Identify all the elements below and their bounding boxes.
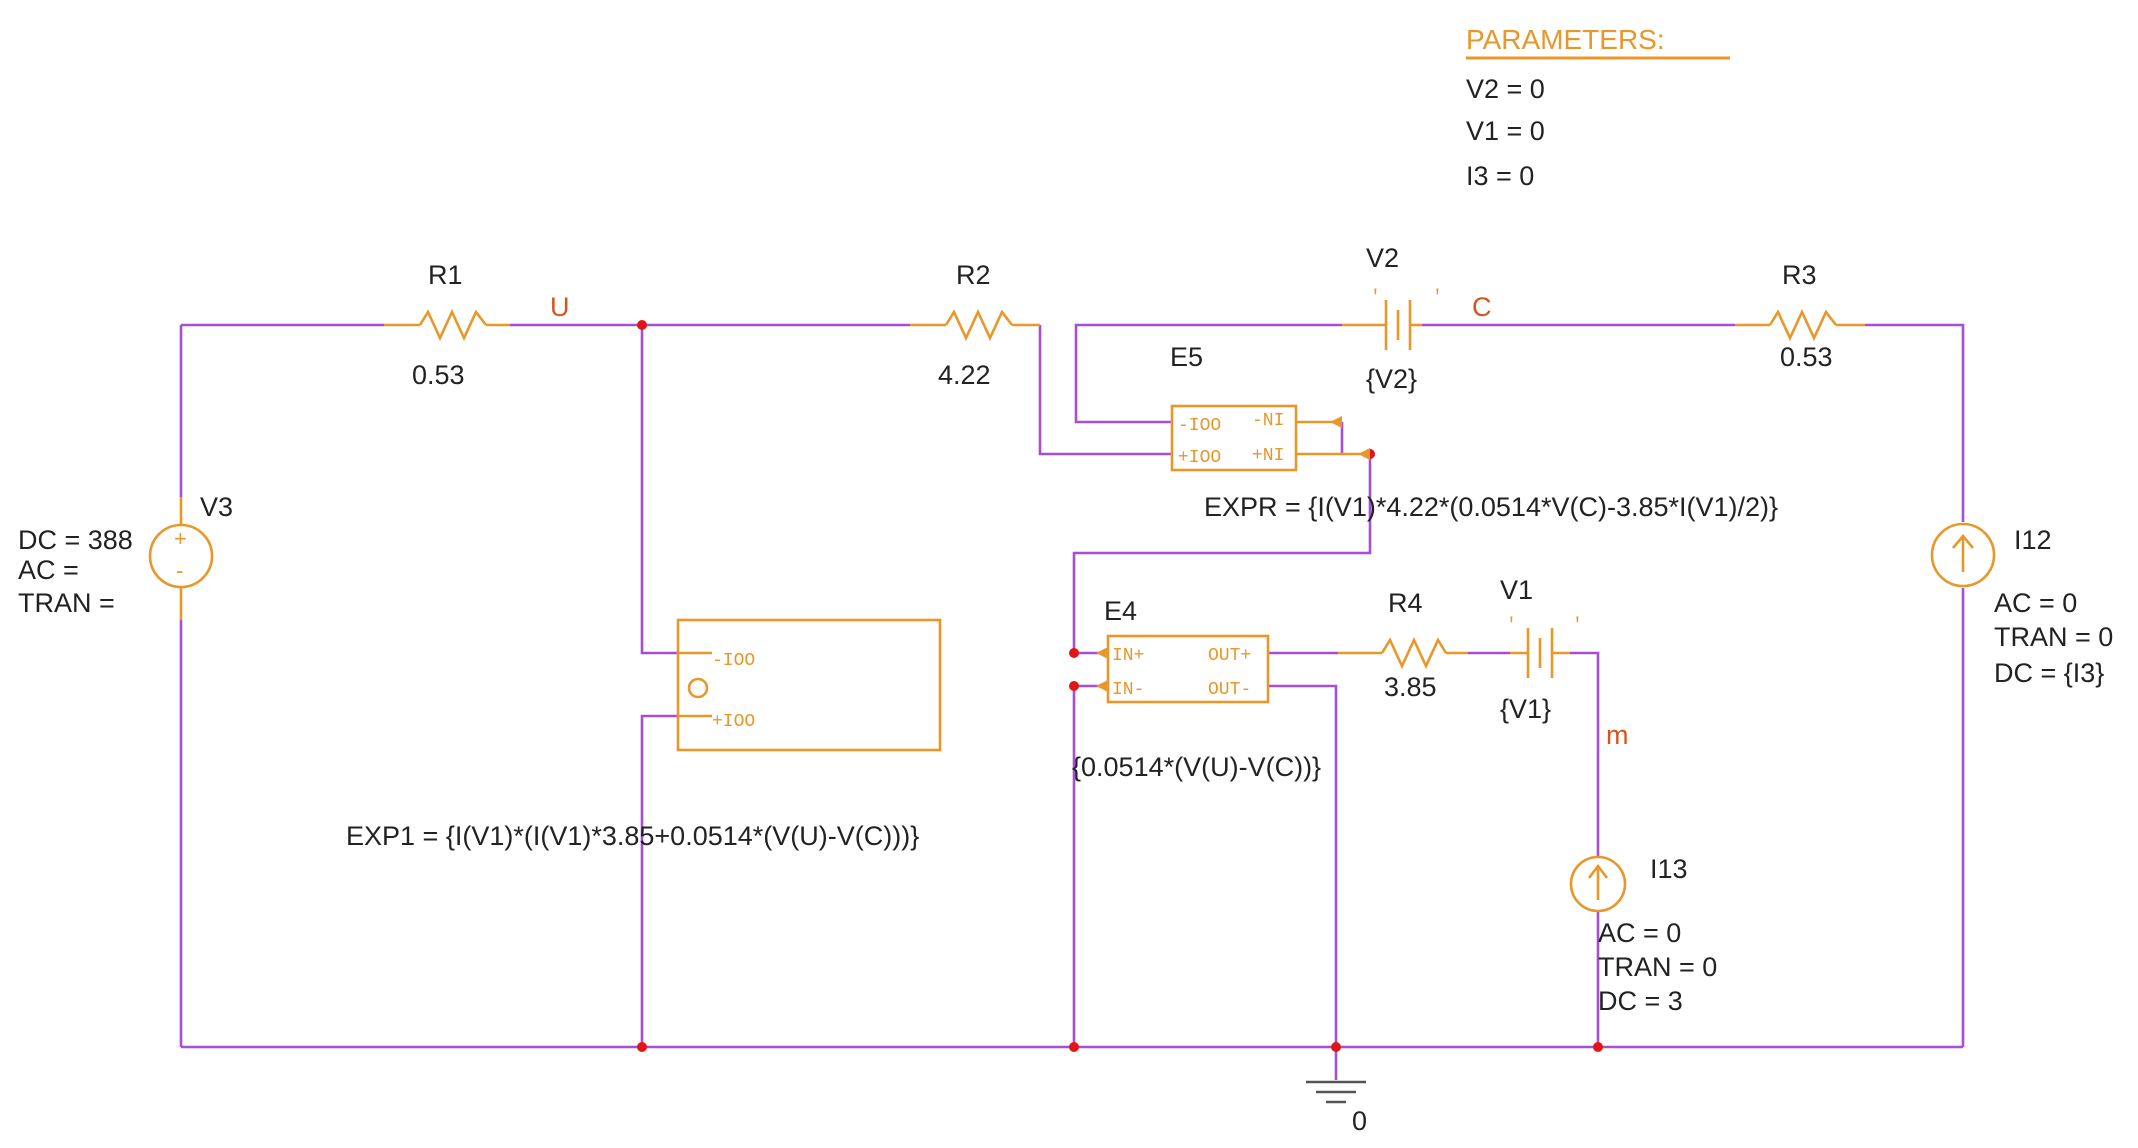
- e4-arrow-icon: [1096, 680, 1108, 692]
- e4-arrow-icon: [1096, 647, 1108, 659]
- junction-bottom-e4: [1069, 1042, 1079, 1052]
- net-label-u: U: [550, 292, 570, 322]
- r2-value: 4.22: [938, 360, 991, 390]
- voltage-source-v3[interactable]: + - V3 DC = 388 AC = TRAN =: [18, 492, 233, 620]
- v3-minus-icon: -: [176, 558, 183, 583]
- junction-bottom-ground: [1331, 1042, 1341, 1052]
- svg-text:': ': [1506, 616, 1517, 636]
- resistor-r2[interactable]: R2 4.22: [910, 260, 1040, 390]
- v3-ac: AC =: [18, 555, 79, 585]
- e5-expr: EXPR = {I(V1)*4.22*(0.0514*V(C)-3.85*I(V…: [1204, 492, 1778, 522]
- e4-expr: {0.0514*(V(U)-V(C))}: [1072, 752, 1321, 782]
- wire-e4-in-neg: [1072, 684, 1108, 1047]
- e4-name: E4: [1104, 596, 1137, 626]
- v3-plus-icon: +: [174, 526, 187, 551]
- exp1-pin-pos: +IOO: [712, 712, 755, 732]
- v3-name: V3: [200, 492, 233, 522]
- i13-dc: DC = 3: [1598, 986, 1683, 1016]
- battery-v1[interactable]: ' ' V1 {V1}: [1500, 575, 1583, 724]
- controlled-source-e4[interactable]: IN+ IN- OUT+ OUT- E4 {0.0514*(V(U)-V(C))…: [1072, 596, 1321, 782]
- r2-name: R2: [956, 260, 991, 290]
- junction-bottom-i13: [1593, 1042, 1603, 1052]
- svg-text:': ': [1572, 616, 1583, 636]
- e5-pin-in-neg: -NI: [1252, 411, 1284, 431]
- v3-tran: TRAN =: [18, 588, 115, 618]
- wire-exp1-neg: [640, 325, 678, 655]
- e5-pin-in-pos: +NI: [1252, 446, 1284, 466]
- resistor-r1[interactable]: R1 0.53: [384, 260, 510, 390]
- parameter-i3: I3 = 0: [1466, 161, 1534, 191]
- v2-value: {V2}: [1366, 364, 1417, 394]
- controlled-source-exp1[interactable]: -IOO +IOO EXP1 = {I(V1)*(I(V1)*3.85+0.05…: [346, 618, 942, 851]
- r1-name: R1: [428, 260, 463, 290]
- v3-dc: DC = 388: [18, 525, 133, 555]
- wire-e5-ni-to-e4-in: [1072, 454, 1372, 655]
- current-source-i13[interactable]: I13 AC = 0 TRAN = 0 DC = 3: [1569, 854, 1717, 1016]
- e4-pin-in-neg: IN-: [1112, 680, 1144, 700]
- r4-value: 3.85: [1384, 672, 1437, 702]
- wire-node-m: [1570, 651, 1600, 858]
- wire-e5-neg-to-v2: [1074, 323, 1342, 424]
- junctions: [637, 320, 1603, 1052]
- i13-ac: AC = 0: [1598, 918, 1681, 948]
- e4-pin-in-pos: IN+: [1112, 646, 1144, 666]
- resistor-r3[interactable]: R3 0.53: [1735, 260, 1865, 372]
- parameter-v2: V2 = 0: [1466, 74, 1545, 104]
- resistor-r4[interactable]: R4 3.85: [1338, 588, 1468, 702]
- controlled-source-e5[interactable]: -IOO +IOO -NI +NI E5 EXPR = {I(V1)*4.22*…: [1170, 342, 1778, 522]
- junction-bottom-exp1: [637, 1042, 647, 1052]
- net-label-m: m: [1606, 720, 1629, 750]
- r3-name: R3: [1782, 260, 1817, 290]
- current-source-i12[interactable]: I12 AC = 0 TRAN = 0 DC = {I3}: [1930, 522, 2113, 688]
- wire-r2-to-e5-pos: [1038, 325, 1172, 456]
- r1-value: 0.53: [412, 360, 465, 390]
- e5-name: E5: [1170, 342, 1203, 372]
- battery-v2[interactable]: ' ' V2 {V2}: [1342, 243, 1443, 394]
- exp1-expr: EXP1 = {I(V1)*(I(V1)*3.85+0.0514*(V(U)-V…: [346, 821, 919, 851]
- i12-tran: TRAN = 0: [1994, 622, 2113, 652]
- svg-text:': ': [1370, 288, 1381, 308]
- exp1-source-icon: [687, 677, 709, 699]
- parameters-title: PARAMETERS:: [1466, 24, 1665, 55]
- junction-e4-in-neg: [1069, 681, 1079, 691]
- junction-e4-in-pos: [1069, 648, 1079, 658]
- e4-pin-out-pos: OUT+: [1208, 646, 1251, 666]
- ground-label: 0: [1352, 1106, 1367, 1136]
- exp1-pin-neg: -IOO: [712, 651, 755, 671]
- wire-exp1-pos: [640, 714, 678, 1047]
- i13-tran: TRAN = 0: [1598, 952, 1717, 982]
- i13-name: I13: [1650, 854, 1688, 884]
- e5-pin-out-neg: -IOO: [1178, 416, 1221, 436]
- e5-pin-out-pos: +IOO: [1178, 448, 1221, 468]
- i12-ac: AC = 0: [1994, 588, 2077, 618]
- v2-name: V2: [1366, 243, 1399, 273]
- junction-u: [637, 320, 647, 330]
- i12-name: I12: [2014, 525, 2052, 555]
- v1-name: V1: [1500, 575, 1533, 605]
- net-label-c: C: [1472, 292, 1492, 322]
- r4-name: R4: [1388, 588, 1423, 618]
- wire-r3-to-i12: [1865, 323, 1965, 522]
- e5-arrow-icon: [1330, 416, 1342, 428]
- parameters-block: PARAMETERS: V2 = 0 V1 = 0 I3 = 0: [1466, 24, 1730, 191]
- v1-value: {V1}: [1500, 694, 1551, 724]
- e5-arrow-icon: [1358, 448, 1370, 460]
- wire-e4-out-neg: [1268, 684, 1338, 1047]
- i12-dc: DC = {I3}: [1994, 658, 2104, 688]
- ground-symbol: 0: [1306, 1080, 1367, 1136]
- svg-text:': ': [1432, 288, 1443, 308]
- r3-value: 0.53: [1780, 342, 1833, 372]
- parameter-v1: V1 = 0: [1466, 116, 1545, 146]
- e4-pin-out-neg: OUT-: [1208, 680, 1251, 700]
